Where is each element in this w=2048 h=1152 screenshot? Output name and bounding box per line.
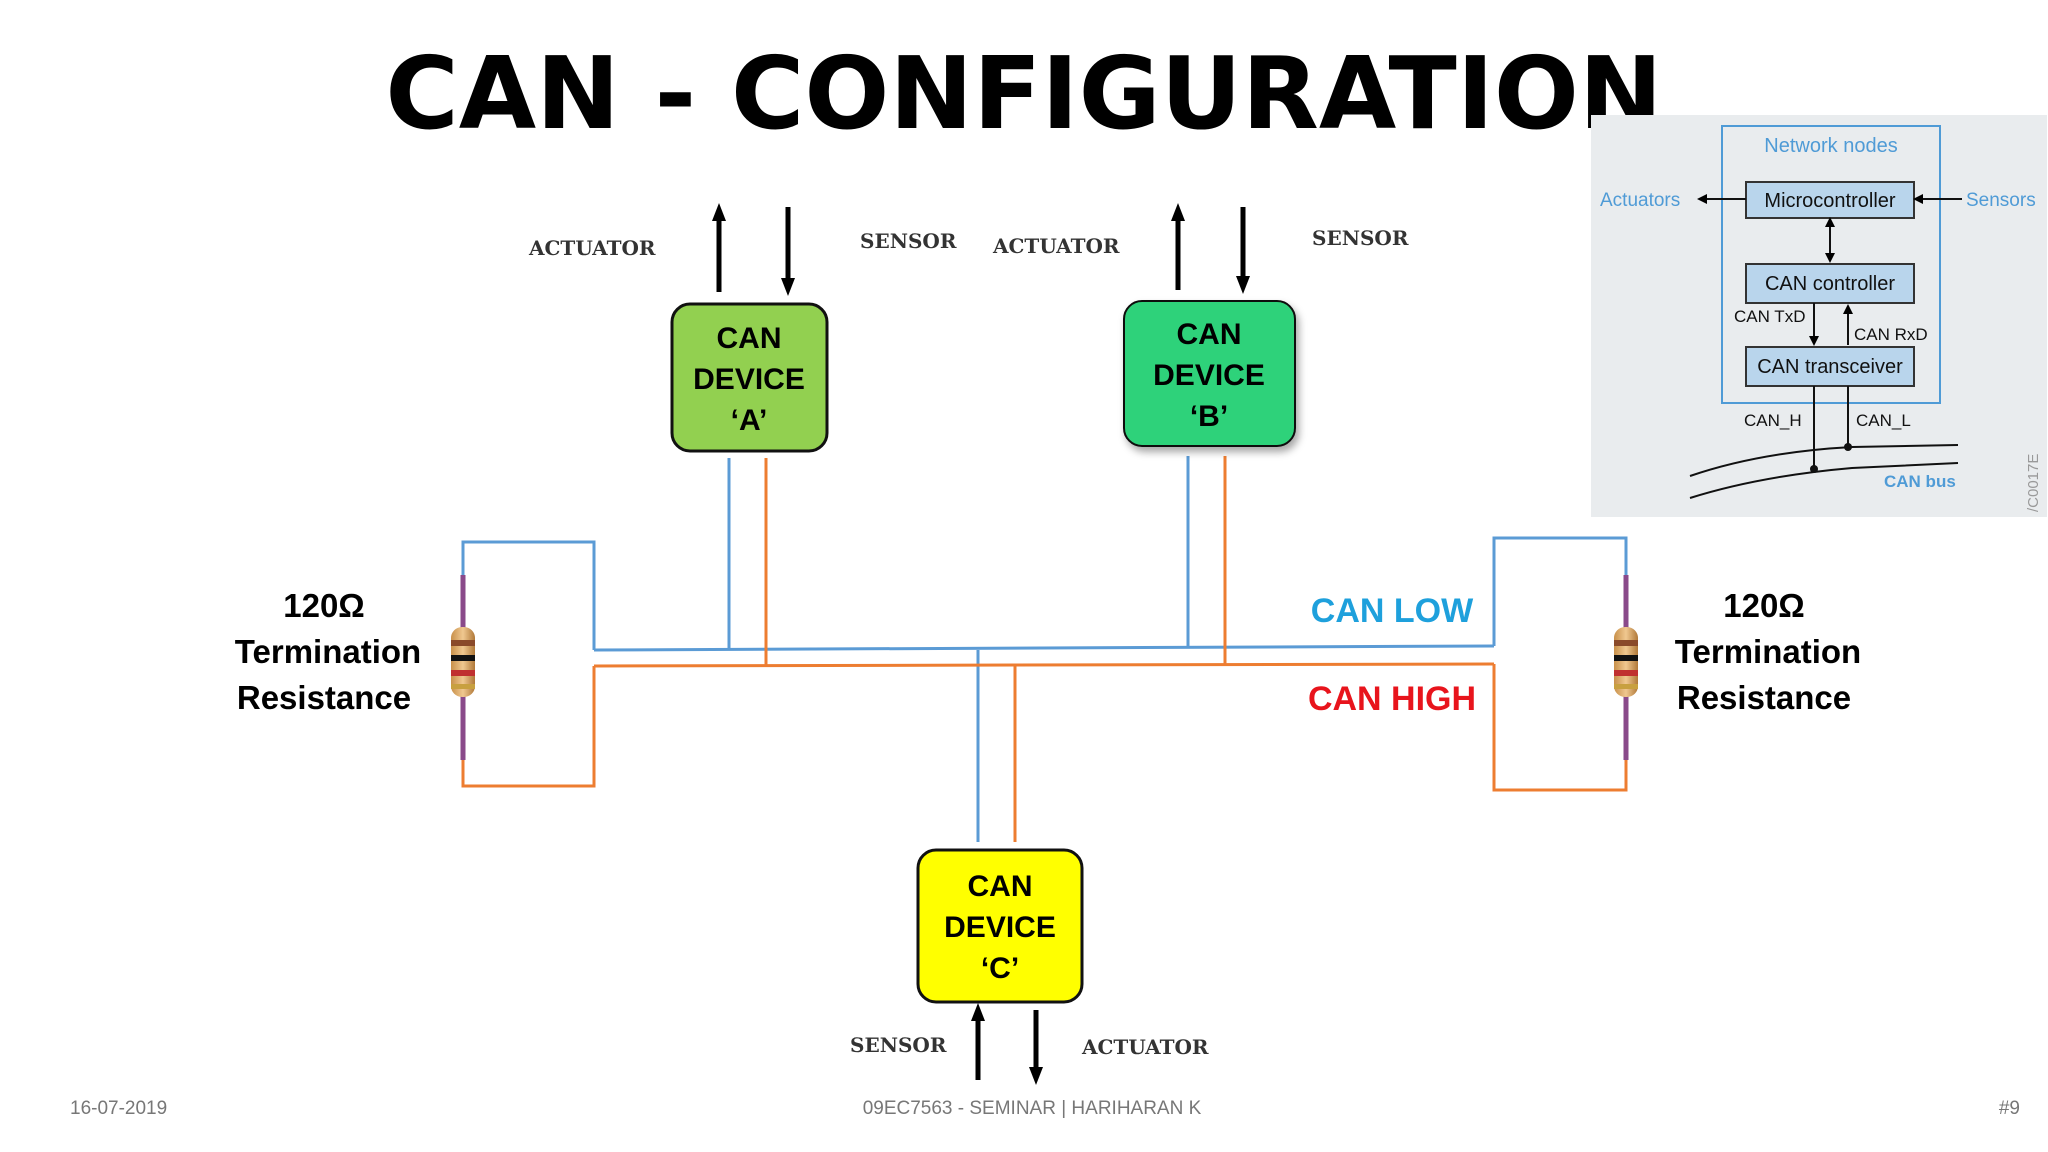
device-b-line2: DEVICE	[1153, 359, 1265, 392]
inset-can-transceiver-label: CAN transceiver	[1757, 356, 1903, 378]
device-a-sensor-label: SENSOR	[860, 229, 957, 253]
left-term-low	[461, 540, 596, 650]
device-b-sensor-label: SENSOR	[1312, 226, 1409, 250]
right-term-value: 120Ω	[1723, 587, 1805, 624]
can-low-line	[593, 644, 1495, 652]
io-arrows	[712, 203, 1250, 1085]
can-high-label: CAN HIGH	[1308, 680, 1476, 718]
right-termination-label: 120Ω Termination Resistance	[1675, 587, 1861, 716]
inset-microcontroller-box	[1745, 181, 1915, 219]
right-term-high	[1492, 664, 1628, 792]
inset-can-bus-line2	[1689, 462, 1959, 499]
inset-can-controller-label: CAN controller	[1765, 273, 1895, 295]
device-c-actuator-label: ACTUATOR	[1081, 1035, 1209, 1059]
device-b-line3: ‘B’	[1190, 400, 1228, 433]
can-low-label: CAN LOW	[1311, 592, 1474, 630]
can-low-wires	[461, 456, 1628, 842]
device-b-box	[1123, 300, 1296, 447]
footer-date: 16-07-2019	[70, 1098, 167, 1119]
can-high-line	[593, 662, 1495, 668]
left-resistor-icon	[451, 575, 475, 760]
inset-can-l-label: CAN_L	[1856, 411, 1911, 430]
inset-can-controller-box	[1745, 263, 1915, 304]
inset-can-h-label: CAN_H	[1744, 411, 1802, 430]
device-b-line1: CAN	[1177, 318, 1242, 351]
device-a-actuator-label: ACTUATOR	[528, 236, 656, 260]
left-term-high	[461, 666, 596, 788]
right-term-low	[1492, 536, 1628, 646]
inset-code-label: /C0017E	[2025, 454, 2042, 512]
inset-can-rxd-label: CAN RxD	[1854, 325, 1928, 344]
io-labels: ACTUATOR SENSOR ACTUATOR SENSOR SENSOR A…	[528, 226, 1409, 1059]
left-term-line2: Termination	[235, 633, 421, 670]
right-term-line2: Termination	[1675, 633, 1861, 670]
network-node-inset: Network nodes Microcontroller CAN contro…	[1591, 115, 2047, 517]
inset-can-txd-label: CAN TxD	[1734, 307, 1805, 326]
device-a-line2: DEVICE	[693, 363, 805, 396]
device-a-line1: CAN	[717, 322, 782, 355]
inset-microcontroller-label: Microcontroller	[1764, 190, 1895, 212]
footer-center: 09EC7563 - SEMINAR | HARIHARAN K	[863, 1098, 1202, 1119]
can-device-b: CAN DEVICE ‘B’	[1123, 300, 1296, 447]
left-term-line3: Resistance	[237, 679, 411, 716]
can-high-wires	[461, 456, 1628, 842]
device-c-line3: ‘C’	[981, 952, 1019, 985]
inset-can-transceiver-box	[1745, 346, 1915, 387]
inset-network-nodes-label: Network nodes	[1764, 135, 1897, 157]
right-resistor-icon	[1614, 575, 1638, 760]
inset-network-nodes-frame	[1721, 125, 1941, 404]
inset-sensors-label: Sensors	[1966, 190, 2036, 211]
left-term-value: 120Ω	[283, 587, 365, 624]
page-title: CAN - CONFIGURATION	[385, 35, 1662, 152]
device-a-box	[670, 302, 829, 453]
device-b-actuator-label: ACTUATOR	[992, 234, 1120, 258]
inset-background	[1591, 115, 2047, 517]
right-term-line3: Resistance	[1677, 679, 1851, 716]
device-a-line3: ‘A’	[731, 404, 768, 437]
device-c-line1: CAN	[968, 870, 1033, 903]
inset-actuators-label: Actuators	[1600, 190, 1680, 211]
inset-can-bus-label: CAN bus	[1884, 472, 1956, 491]
device-c-box	[916, 848, 1084, 1004]
device-c-line2: DEVICE	[944, 911, 1056, 944]
left-termination-label: 120Ω Termination Resistance	[235, 587, 421, 716]
device-c-sensor-label: SENSOR	[850, 1033, 947, 1057]
footer-page-number: #9	[1999, 1098, 2020, 1119]
inset-can-bus-line1	[1689, 444, 1959, 477]
can-device-c: CAN DEVICE ‘C’	[916, 848, 1084, 1004]
can-device-a: CAN DEVICE ‘A’	[670, 302, 829, 453]
